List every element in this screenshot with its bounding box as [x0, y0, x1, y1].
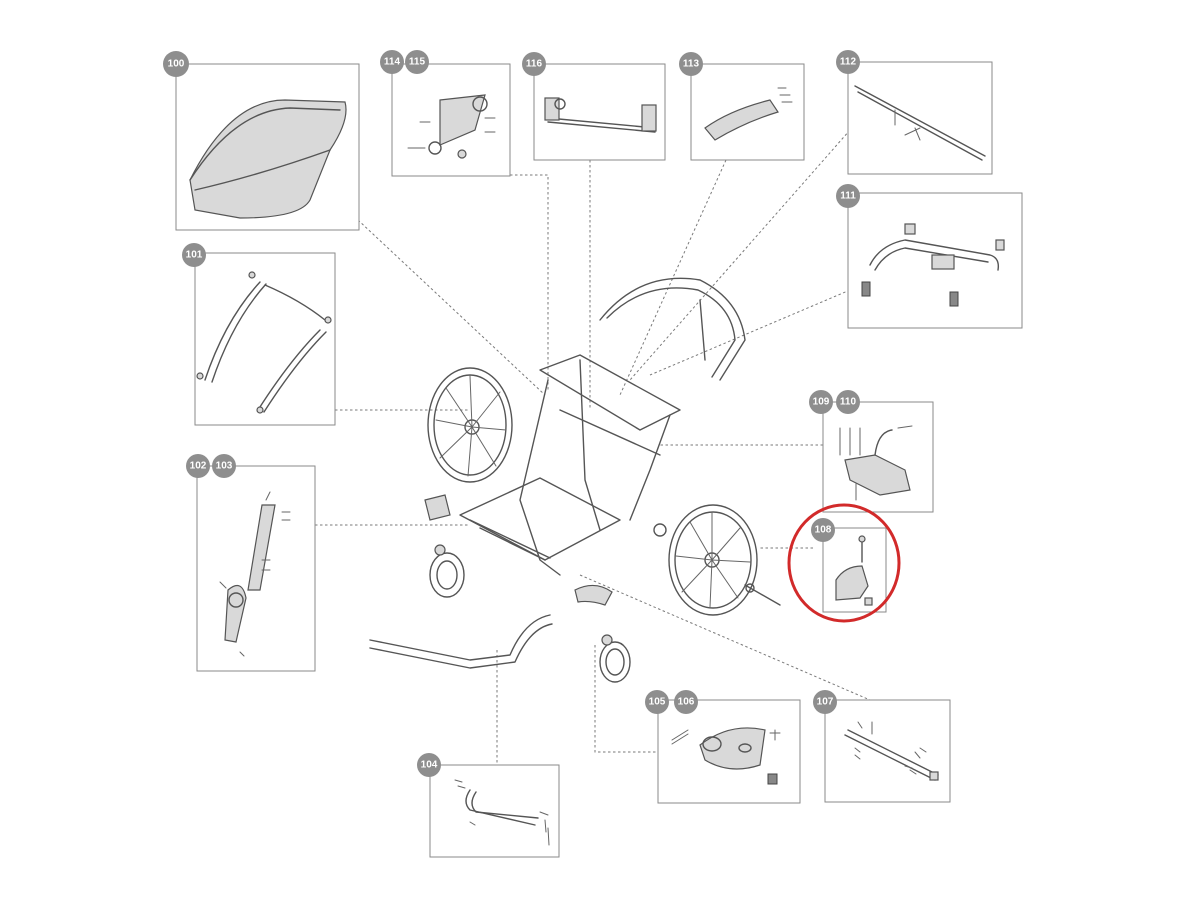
- callout-101: 101: [182, 243, 336, 426]
- callout-104: 104: [417, 753, 560, 858]
- callout-badge: [811, 518, 835, 542]
- callout-number: 100: [168, 59, 185, 70]
- callout-badge: [809, 390, 833, 414]
- callout-113: 113: [679, 52, 805, 161]
- callout-badge: [417, 753, 441, 777]
- callout-badge: [522, 52, 546, 76]
- rear-wheel-right: [668, 504, 758, 616]
- callout-badge: [212, 454, 236, 478]
- callout-badge: [674, 690, 698, 714]
- front-wheel-right: [599, 634, 631, 683]
- callout-number: 116: [526, 59, 543, 70]
- callout-number: 107: [817, 697, 834, 708]
- callout-number: 101: [186, 250, 203, 261]
- callout-number: 114: [384, 57, 401, 68]
- callout-badge: [813, 690, 837, 714]
- callout-number: 113: [683, 59, 700, 70]
- front-wheel-left: [429, 544, 465, 598]
- callout-number: 115: [409, 57, 426, 68]
- highlight-circle: [787, 503, 901, 623]
- callout-badge: [380, 50, 404, 74]
- callout-badge: [645, 690, 669, 714]
- callout-box: [847, 61, 993, 175]
- callout-box: [824, 699, 951, 803]
- callout-badge: [836, 184, 860, 208]
- callout-number: 103: [216, 461, 233, 472]
- latch-block-part: [835, 565, 869, 601]
- callout-badge: [679, 52, 703, 76]
- callout-109: 109 110: [809, 390, 934, 513]
- callout-badge: [836, 390, 860, 414]
- canopy-cover-part: [189, 99, 347, 219]
- callout-badge: [836, 50, 860, 74]
- callout-107: 107: [813, 690, 951, 803]
- rear-wheel-left: [427, 367, 513, 483]
- callout-badge: [186, 454, 210, 478]
- callout-box: [429, 764, 560, 858]
- callout-number: 104: [421, 760, 438, 771]
- callout-108: 108: [787, 503, 901, 623]
- leader-lines: [315, 129, 871, 765]
- callout-badge: [182, 243, 206, 267]
- callout-number: 109: [813, 397, 830, 408]
- callout-badge: [163, 51, 189, 77]
- callout-116: 116: [522, 52, 666, 161]
- callout-number: 106: [678, 697, 695, 708]
- callout-number: 105: [649, 697, 666, 708]
- callout-114: 114 115: [380, 50, 511, 177]
- callout-number: 110: [840, 397, 857, 408]
- callout-105: 105 106: [645, 690, 801, 804]
- callout-badge: [405, 50, 429, 74]
- callout-number: 112: [840, 57, 857, 68]
- callout-number: 111: [840, 191, 856, 202]
- callout-number: 102: [190, 461, 207, 472]
- callout-102: 102 103: [186, 454, 316, 672]
- callout-number: 108: [815, 525, 832, 536]
- callout-112: 112: [836, 50, 993, 175]
- callout-111: 111: [836, 184, 1023, 329]
- callout-100: 100: [163, 51, 360, 231]
- stroller-assembly: [369, 277, 781, 683]
